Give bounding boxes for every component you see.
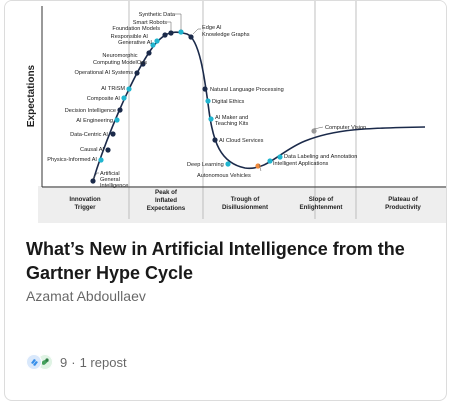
phase-innovation-1: Innovation bbox=[69, 196, 100, 203]
y-axis-label: Expectations bbox=[26, 64, 37, 127]
label-ai-trism: AI TRiSM bbox=[101, 86, 125, 92]
separator: · bbox=[71, 354, 76, 370]
hype-curve bbox=[92, 31, 426, 182]
clap-icon bbox=[26, 354, 42, 370]
label-agi-3: Intelligence bbox=[100, 183, 128, 189]
article-card[interactable]: Expectations bbox=[4, 0, 447, 401]
reaction-count[interactable]: 9 bbox=[60, 354, 68, 370]
label-smart-robots: Smart Robots bbox=[133, 20, 167, 26]
marker-nlp bbox=[202, 86, 208, 92]
label-data-centric: Data-Centric AI bbox=[70, 132, 108, 138]
label-decision-intelligence: Decision Intelligence bbox=[65, 108, 116, 114]
repost-count[interactable]: 1 repost bbox=[79, 354, 127, 370]
phase-peak-3: Expectations bbox=[147, 205, 186, 212]
label-knowledge-graphs: Knowledge Graphs bbox=[202, 32, 250, 38]
label-data-labeling: Data Labeling and Annotation bbox=[284, 154, 357, 160]
marker-agi bbox=[90, 178, 96, 184]
leader-lines bbox=[92, 13, 324, 180]
phase-innovation-2: Trigger bbox=[75, 204, 97, 211]
label-ai-maker-2: Teaching Kits bbox=[215, 121, 248, 127]
phase-slope-1: Slope of bbox=[309, 196, 334, 203]
marker-data-centric bbox=[110, 131, 116, 137]
marker-data-labeling bbox=[277, 154, 283, 160]
phase-trough-2: Disillusionment bbox=[222, 204, 268, 211]
marker-ai-engineering bbox=[114, 117, 120, 123]
label-composite-ai: Composite AI bbox=[87, 96, 121, 102]
marker-physics-ai bbox=[98, 157, 104, 163]
article-author[interactable]: Azamat Abdoullaev bbox=[26, 288, 146, 304]
phase-slope-2: Enlightenment bbox=[300, 204, 343, 211]
label-ai-cloud: AI Cloud Services bbox=[219, 138, 264, 144]
label-operational-ai: Operational AI Systems bbox=[75, 70, 134, 76]
label-modelops: Computing ModelOps bbox=[93, 60, 147, 66]
phase-peak-2: Inflated bbox=[155, 197, 177, 204]
phase-band bbox=[38, 186, 446, 223]
phase-peak-1: Peak of bbox=[155, 189, 178, 196]
phase-trough-1: Trough of bbox=[231, 196, 260, 203]
marker-causal-ai bbox=[105, 147, 111, 153]
phase-plateau-1: Plateau of bbox=[388, 196, 419, 203]
hype-cycle-chart: Expectations bbox=[26, 1, 446, 223]
label-neuromorphic: Neuromorphic bbox=[102, 53, 137, 59]
marker-smart-robots bbox=[168, 30, 174, 36]
phase-plateau-2: Productivity bbox=[385, 204, 421, 211]
marker-ai-trism bbox=[126, 86, 132, 92]
marker-digital-ethics bbox=[205, 98, 211, 104]
marker-intelligent-apps bbox=[267, 158, 273, 164]
phase-dividers bbox=[128, 1, 357, 219]
social-counts[interactable]: 9 · 1 repost bbox=[26, 353, 127, 371]
marker-edge-ai bbox=[188, 34, 194, 40]
label-intelligent-apps: Intelligent Applications bbox=[273, 161, 329, 167]
label-physics-ai: Physics-Informed AI bbox=[47, 157, 97, 163]
marker-generative-ai bbox=[154, 38, 160, 44]
marker-operational-ai bbox=[134, 70, 140, 76]
marker-responsible-ai bbox=[150, 42, 156, 48]
marker-computer-vision bbox=[311, 128, 317, 134]
reaction-icons bbox=[26, 353, 56, 371]
marker-synthetic-data bbox=[178, 29, 184, 35]
label-computer-vision: Computer Vision bbox=[325, 125, 366, 131]
marker-modelops bbox=[146, 50, 152, 56]
marker-deep-learning bbox=[225, 161, 231, 167]
marker-ai-maker bbox=[208, 116, 214, 122]
label-ai-engineering: AI Engineering bbox=[76, 118, 113, 124]
marker-foundation-models bbox=[162, 32, 168, 38]
marker-decision-intelligence bbox=[117, 107, 123, 113]
label-responsible-ai: Responsible AI bbox=[111, 34, 149, 40]
label-agi-1: Artificial bbox=[100, 171, 120, 177]
label-synthetic-data: Synthetic Data bbox=[139, 12, 176, 18]
label-agi-2: General bbox=[100, 177, 120, 183]
technology-markers bbox=[90, 29, 317, 184]
label-edge-ai: Edge AI bbox=[202, 25, 222, 31]
label-generative-ai: Generative AI bbox=[118, 40, 152, 46]
label-foundation-models: Foundation Models bbox=[112, 26, 160, 32]
label-causal-ai: Causal AI bbox=[80, 147, 104, 153]
marker-composite-ai bbox=[121, 95, 127, 101]
label-ai-maker-1: AI Maker and bbox=[215, 115, 248, 121]
marker-neuromorphic bbox=[140, 61, 146, 67]
article-title[interactable]: What’s New in Artificial Intelligence fr… bbox=[26, 239, 405, 283]
label-deep-learning: Deep Learning bbox=[187, 162, 224, 168]
label-digital-ethics: Digital Ethics bbox=[212, 99, 245, 105]
label-autonomous-vehicles: Autonomous Vehicles bbox=[197, 173, 251, 179]
marker-ai-cloud bbox=[212, 137, 218, 143]
hype-cycle-image[interactable]: Expectations bbox=[5, 1, 446, 223]
label-nlp: Natural Language Processing bbox=[210, 87, 284, 93]
